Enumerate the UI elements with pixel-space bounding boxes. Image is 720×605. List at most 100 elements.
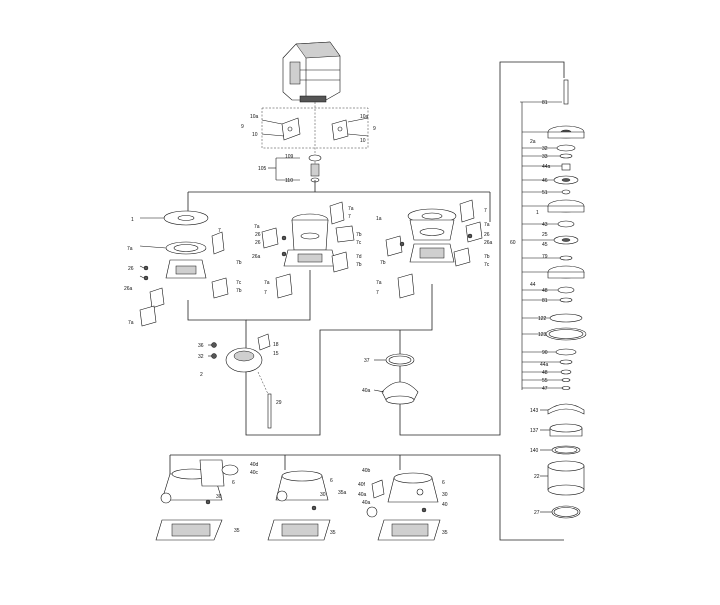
label: 7 <box>484 208 487 214</box>
label: 25 <box>542 232 548 238</box>
label: 10a <box>360 114 369 120</box>
label: 40a <box>362 500 371 506</box>
label: 43 <box>542 222 548 228</box>
label: 6 <box>330 478 333 484</box>
label: 7c <box>356 240 362 246</box>
label: 110 <box>285 178 293 184</box>
label: 26 <box>128 266 134 272</box>
label: 60 <box>510 240 516 246</box>
label: 7b <box>356 232 362 238</box>
label: 10 <box>360 138 366 144</box>
connector-frames <box>169 61 565 541</box>
label: 7b <box>236 288 242 294</box>
pump-head-center <box>261 201 355 299</box>
label: 15 <box>273 351 279 357</box>
bowl-assembly <box>208 333 272 429</box>
bowl-assembly-labels: 36 32 2 18 15 29 <box>198 342 282 406</box>
label: 2 <box>200 372 203 378</box>
label: 81 <box>542 100 548 106</box>
label: 143 <box>530 408 539 414</box>
coupling-group <box>261 102 369 183</box>
label: 7a <box>376 280 382 286</box>
label: 7c <box>484 262 490 268</box>
pump-stack-leaders <box>522 131 562 513</box>
label: 47 <box>542 386 548 392</box>
label: 1 <box>536 210 539 216</box>
pump-stack-labels: 81 2a 32 33 44a 46 51 60 43 25 1 79 48 4… <box>510 100 551 516</box>
label: 36 <box>198 343 204 349</box>
label: 7a <box>484 222 490 228</box>
label: 123 <box>538 332 547 338</box>
mid-parts-labels: 37 40a <box>362 358 371 394</box>
label: 9 <box>241 124 244 130</box>
label: 44 <box>530 282 536 288</box>
label: 105 <box>258 166 267 172</box>
label: 7a <box>254 224 260 230</box>
pump-head-right <box>385 199 483 299</box>
label: 26a <box>484 240 493 246</box>
label: 51 <box>542 190 548 196</box>
label: 81 <box>542 298 548 304</box>
label: 32 <box>542 146 548 152</box>
label: 48 <box>542 370 548 376</box>
label: 7b <box>236 260 242 266</box>
label: 10a <box>250 114 259 120</box>
coupling-labels: 10a 10 10a 10 9 9 109 105 110 <box>241 114 376 184</box>
label: 7a <box>127 246 133 252</box>
label: 40f <box>358 482 366 488</box>
label: 7a <box>128 320 134 326</box>
label: 79 <box>542 254 548 260</box>
label: 122 <box>538 316 547 322</box>
label: 7 <box>264 290 267 296</box>
label: 32 <box>198 354 204 360</box>
label: 40 <box>442 502 448 508</box>
pump-head-left-labels: 1 7a 7 26 26a 7c 7b 7b 7a <box>124 217 242 326</box>
label: 1 <box>131 217 134 223</box>
label: 7 <box>376 290 379 296</box>
label: 30 <box>442 492 448 498</box>
label: 10 <box>252 132 258 138</box>
label: 37 <box>364 358 370 364</box>
pump-head-right-labels: 1a 7 7a 26 26a 7b 7c 7b 7a 7 <box>376 208 493 296</box>
base-variant-1 <box>155 459 239 541</box>
label: 140 <box>530 448 539 454</box>
label: 46 <box>542 178 548 184</box>
label: 7 <box>348 214 351 220</box>
label: 44a <box>540 362 549 368</box>
label: 7d <box>356 254 362 260</box>
pump-head-left <box>139 210 229 327</box>
label: 35 <box>234 528 240 534</box>
label: 26 <box>255 240 261 246</box>
label: 22 <box>534 474 540 480</box>
label: 1a <box>376 216 382 222</box>
label: 7b <box>356 262 362 268</box>
label: 26 <box>484 232 490 238</box>
mid-parts <box>373 353 419 405</box>
label: 40c <box>250 470 259 476</box>
label: 7b <box>380 260 386 266</box>
label: 40a <box>358 492 367 498</box>
label: 6 <box>442 480 445 486</box>
label: 90 <box>542 350 548 356</box>
label: 137 <box>530 428 539 434</box>
base-variant-3 <box>366 472 441 541</box>
label: 30 <box>320 492 326 498</box>
label: 29 <box>276 400 282 406</box>
label: 48 <box>542 288 548 294</box>
label: 7b <box>484 254 490 260</box>
label: 27 <box>534 510 540 516</box>
label: 7a <box>348 206 354 212</box>
label: 18 <box>273 342 279 348</box>
label: 7c <box>236 280 242 286</box>
label: 7a <box>264 280 270 286</box>
label: 40d <box>250 462 259 468</box>
base-variant-labels: 40d 40c 6 6 30 35 30 35 35a 40b 40f 40a … <box>216 462 448 536</box>
label: 44a <box>542 164 551 170</box>
label: 40a <box>362 388 371 394</box>
label: 109 <box>285 154 294 160</box>
pump-head-center-labels: 7a 26 26 7a 7 26a 7b 7c 7d 7b 7a 7 <box>252 206 362 296</box>
label: 2a <box>530 139 536 145</box>
label: 9 <box>373 126 376 132</box>
label: 35 <box>330 530 336 536</box>
